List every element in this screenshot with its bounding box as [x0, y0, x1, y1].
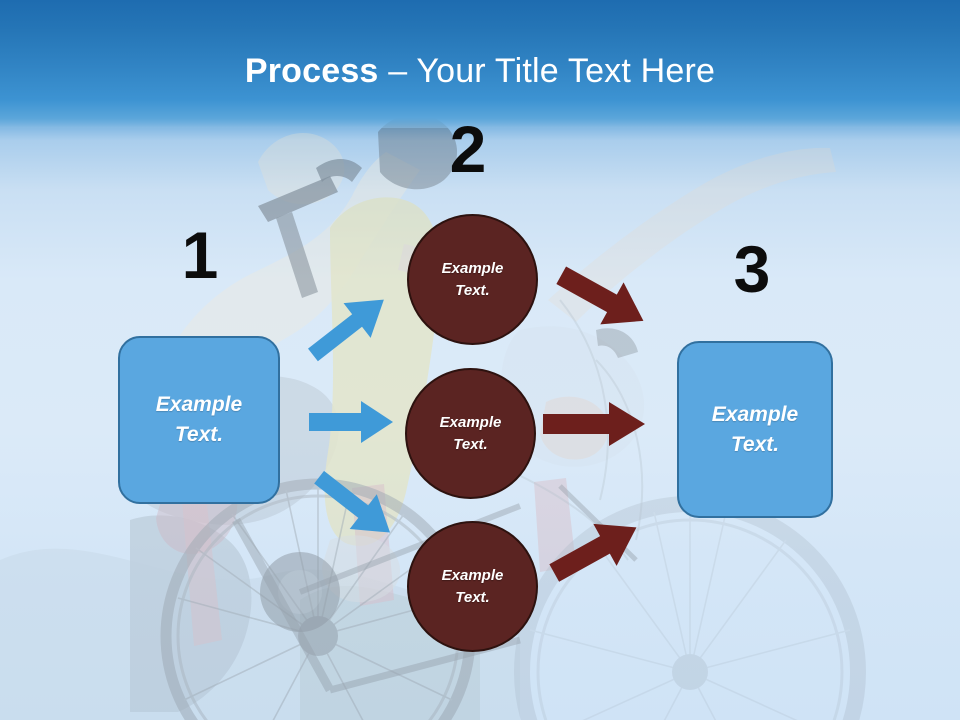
end-box-line2: Text.	[730, 432, 780, 456]
process-circle-top-text: Example Text.	[442, 258, 504, 302]
arrow-right-icon	[309, 399, 395, 445]
arrow-up-right-icon	[302, 277, 402, 362]
arrow-down-right-icon	[551, 266, 655, 359]
process-circle-top-line1: Example	[441, 259, 504, 277]
process-circle-middle[interactable]: Example Text.	[405, 368, 536, 499]
process-circle-bottom[interactable]: Example Text.	[407, 521, 538, 652]
start-box[interactable]: Example Text.	[118, 336, 280, 504]
arrow-down-right-icon	[302, 470, 402, 563]
start-box-text: Example Text.	[156, 390, 242, 450]
end-box-text: Example Text.	[712, 400, 798, 460]
arrow-up-right-icon	[545, 495, 649, 582]
start-box-line1: Example	[155, 393, 243, 416]
step-number-2: 2	[449, 112, 487, 186]
process-circle-middle-line1: Example	[439, 413, 502, 431]
page-title-bold: Process	[244, 52, 379, 90]
start-box-line2: Text.	[174, 423, 224, 446]
process-circle-bottom-line2: Text.	[455, 588, 490, 606]
process-circle-middle-text: Example Text.	[440, 412, 502, 456]
process-circle-top-line2: Text.	[455, 281, 490, 299]
page-title-rest: – Your Title Text Here	[378, 52, 716, 90]
step-number-3: 3	[733, 232, 771, 306]
process-circle-top[interactable]: Example Text.	[407, 214, 538, 345]
title-band	[0, 0, 960, 128]
page-title: Process – Your Title Text Here	[0, 50, 960, 92]
step-number-1: 1	[181, 218, 219, 292]
process-circle-bottom-text: Example Text.	[442, 565, 504, 609]
process-circle-bottom-line1: Example	[441, 566, 504, 584]
end-box[interactable]: Example Text.	[677, 341, 833, 518]
end-box-line1: Example	[711, 402, 799, 426]
arrow-right-icon	[543, 401, 647, 447]
process-circle-middle-line2: Text.	[453, 435, 488, 453]
